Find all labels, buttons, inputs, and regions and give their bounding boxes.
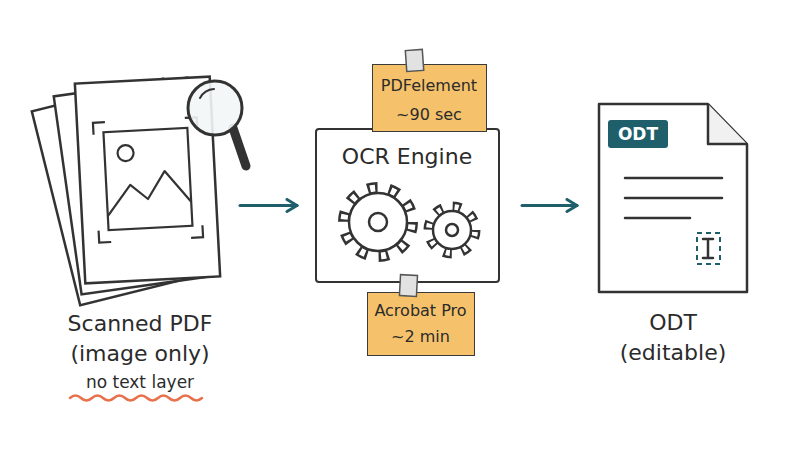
gear-body <box>433 211 471 249</box>
timing-note: PDFelement ~90 sec <box>376 71 482 129</box>
gear-teeth <box>429 207 475 253</box>
sticky-note: Acrobat Pro ~2 min <box>367 292 475 356</box>
timing-note: Acrobat Pro ~2 min <box>370 298 471 350</box>
file-label: ODT (editable) <box>603 308 743 368</box>
gear-hole <box>369 213 387 231</box>
error-underline <box>70 396 202 401</box>
page-stack <box>40 55 240 287</box>
format-tag: ODT <box>608 120 668 148</box>
process-label: OCR Engine <box>317 142 497 172</box>
warning-note: no text layer <box>55 370 225 394</box>
input-file: Scanned PDF (image only)no text layer <box>40 55 240 287</box>
gear-body <box>349 193 407 251</box>
magnifier-handle <box>233 128 246 166</box>
gear-teeth-fill <box>429 207 475 253</box>
gear-hole <box>446 224 458 236</box>
output-file: ODT (editable)ODT <box>598 103 748 293</box>
flow-arrow <box>240 204 297 207</box>
scanned-page <box>75 77 220 284</box>
gear-small <box>429 207 475 253</box>
gear-large <box>344 188 412 256</box>
gear-teeth <box>344 188 412 256</box>
process-box: OCR Engine <box>315 128 500 283</box>
gear-teeth-fill <box>344 188 412 256</box>
document-page <box>599 104 747 292</box>
sticky-note: PDFelement ~90 sec <box>372 64 487 132</box>
file-label: Scanned PDF (image only) <box>55 309 225 369</box>
flow-arrow <box>522 204 577 207</box>
folded-corner <box>708 104 747 144</box>
format-label: ODT <box>608 120 668 148</box>
